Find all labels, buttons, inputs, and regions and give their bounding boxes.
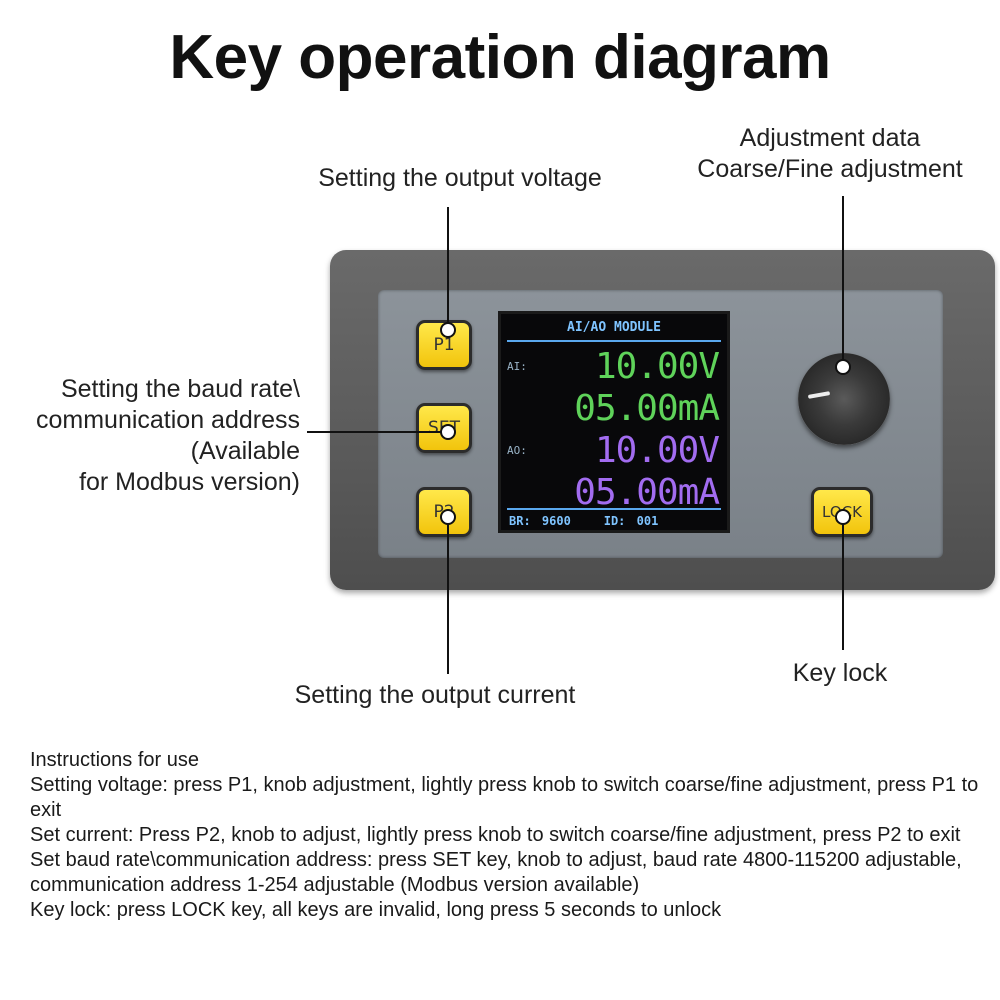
instructions-block: Instructions for use Setting voltage: pr… bbox=[30, 748, 980, 923]
instruction-baud-rate: Set baud rate\communication address: pre… bbox=[30, 849, 962, 896]
voltage-callout-line bbox=[447, 207, 449, 330]
device-body: P1 SET P2 LOCK AI/AO MODULE AI: 10.00V 0… bbox=[330, 250, 995, 590]
lock-callout-line bbox=[842, 516, 844, 650]
callout-adjustment: Adjustment data Coarse/Fine adjustment bbox=[660, 123, 1000, 185]
ao-voltage-readout: 10.00V bbox=[594, 430, 720, 471]
callout-adjustment-line2: Coarse/Fine adjustment bbox=[697, 155, 963, 183]
screen-divider-top bbox=[507, 340, 721, 342]
lcd-screen: AI/AO MODULE AI: 10.00V 05.00mA AO: 10.0… bbox=[498, 311, 730, 533]
callout-baud-line4: for Modbus version) bbox=[79, 468, 300, 496]
ao-tag: AO: bbox=[507, 444, 527, 457]
instruction-key-lock: Key lock: press LOCK key, all keys are i… bbox=[30, 899, 722, 921]
screen-status-bar: BR: 9600 ID: 001 bbox=[509, 514, 662, 528]
callout-baud-line3: (Available bbox=[190, 437, 300, 465]
baud-rate-value: 9600 bbox=[541, 514, 571, 528]
screen-title: AI/AO MODULE bbox=[567, 320, 661, 335]
callout-key-lock: Key lock bbox=[792, 659, 888, 687]
current-callout-line bbox=[447, 516, 449, 674]
knob-indicator-icon bbox=[807, 391, 831, 399]
ao-current-readout: 05.00mA bbox=[574, 472, 720, 513]
knob-callout-dot bbox=[835, 359, 851, 375]
screen-divider-bottom bbox=[507, 508, 721, 510]
adjustment-callout-line bbox=[842, 196, 844, 370]
instruction-current: Set current: Press P2, knob to adjust, l… bbox=[30, 824, 961, 846]
callout-adjustment-line1: Adjustment data bbox=[739, 124, 921, 152]
ai-current-readout: 05.00mA bbox=[574, 388, 720, 429]
instruction-voltage: Setting voltage: press P1, knob adjustme… bbox=[30, 774, 979, 821]
lock-callout-dot bbox=[835, 509, 851, 525]
device-id-value: 001 bbox=[636, 514, 659, 528]
p2-key[interactable]: P2 bbox=[416, 487, 472, 537]
callout-output-voltage: Setting the output voltage bbox=[318, 164, 602, 192]
callout-baud-rate: Setting the baud rate\ communication add… bbox=[36, 374, 300, 498]
callout-output-current: Setting the output current bbox=[294, 681, 576, 709]
device-id-label: ID: bbox=[603, 514, 626, 528]
p1-callout-dot bbox=[440, 322, 456, 338]
baud-callout-line bbox=[307, 431, 449, 433]
ai-voltage-readout: 10.00V bbox=[594, 346, 720, 387]
set-callout-dot bbox=[440, 424, 456, 440]
instructions-heading: Instructions for use bbox=[30, 749, 199, 771]
ai-tag: AI: bbox=[507, 360, 527, 373]
page-title: Key operation diagram bbox=[169, 23, 831, 92]
p2-callout-dot bbox=[440, 509, 456, 525]
callout-baud-line1: Setting the baud rate\ bbox=[60, 375, 300, 403]
baud-rate-label: BR: bbox=[509, 514, 531, 528]
callout-baud-line2: communication address bbox=[35, 406, 300, 434]
